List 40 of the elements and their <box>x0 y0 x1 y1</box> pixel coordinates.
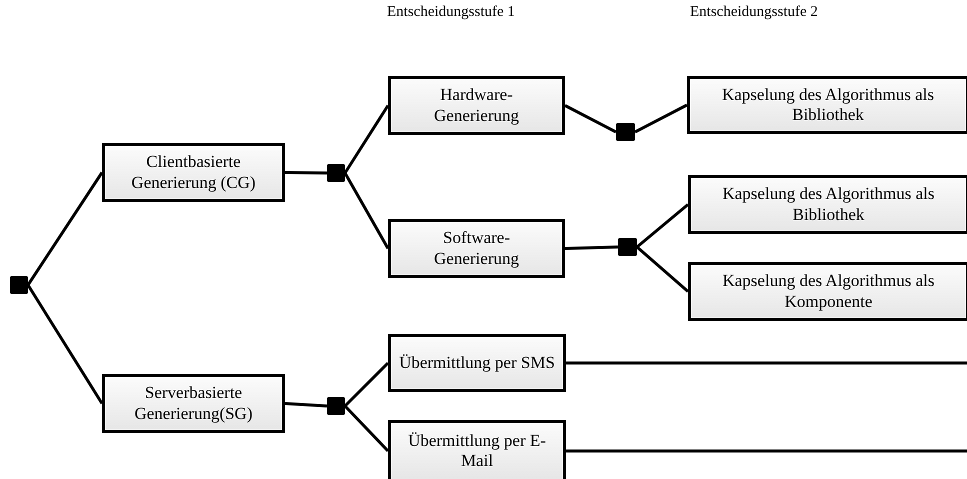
column-heading: Entscheidungsstufe 2 <box>690 4 818 21</box>
option-box <box>388 219 565 278</box>
connector-line <box>284 402 328 408</box>
option-box <box>388 334 566 392</box>
connector-line <box>284 171 328 174</box>
decision-node <box>327 164 345 182</box>
option-text: Kapselung des Algorithmus als Komponente <box>721 271 936 312</box>
connector-line <box>26 172 104 286</box>
connector-line <box>634 104 688 134</box>
option-text: Kapselung des Algorithmus als Bibliothek <box>721 184 936 225</box>
option-box <box>102 143 285 202</box>
option-box <box>102 374 285 433</box>
connector-line <box>636 203 689 248</box>
connector-line <box>564 104 617 134</box>
option-text: Clientbasierte Generierung (CG) <box>130 152 257 193</box>
connector-line <box>344 172 390 250</box>
column-heading: Entscheidungsstufe 1 <box>387 4 515 21</box>
option-text: Serverbasierte Generierung(SG) <box>133 383 254 424</box>
option-text: Kapselung des Algorithmus als Bibliothek <box>720 84 935 126</box>
decision-node <box>10 276 28 294</box>
option-box <box>388 420 566 479</box>
option-text: Software- Generierung <box>433 228 520 269</box>
decision-node <box>327 397 345 415</box>
connector-line <box>344 404 390 452</box>
connector-line <box>344 362 390 408</box>
option-box <box>688 262 967 321</box>
connector-line <box>344 104 390 174</box>
option-text: Übermittlung per E-Mail <box>407 430 547 472</box>
option-box <box>688 175 967 234</box>
connector-line <box>26 284 104 404</box>
connector-line <box>566 362 967 364</box>
option-text: Hardware- Generierung <box>433 85 520 126</box>
connector-line <box>566 450 967 452</box>
decision-node <box>618 238 637 256</box>
option-box <box>388 76 565 135</box>
decision-node <box>616 123 635 141</box>
option-box <box>687 76 967 134</box>
connector-line <box>564 246 618 250</box>
option-text: Übermittlung per SMS <box>399 352 555 374</box>
connector-line <box>636 246 689 293</box>
